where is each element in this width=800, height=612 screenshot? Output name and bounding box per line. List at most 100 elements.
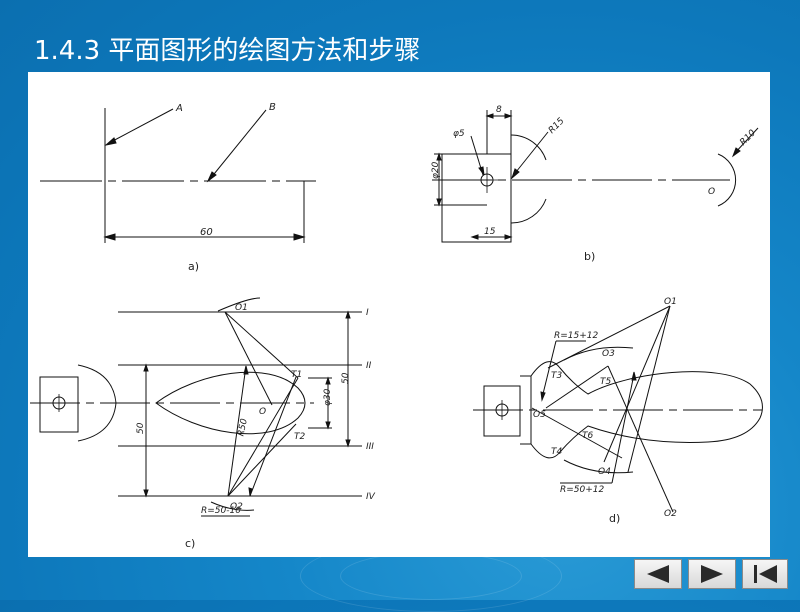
- label-o2: O2: [230, 502, 243, 512]
- label-o3: O3: [602, 349, 615, 359]
- arrowhead: [470, 234, 479, 240]
- label-o1: O1: [235, 303, 248, 313]
- triangle-right-icon: [701, 565, 723, 583]
- figure-d: R=15+12 R=50+12 O1 O2 O3 O4 O5 T3 T4 T5 …: [473, 297, 763, 525]
- slide-title: 1.4.3 平面图形的绘图方法和步骤: [34, 36, 421, 66]
- arrowhead: [436, 152, 442, 161]
- label-t6: T6: [582, 431, 593, 441]
- base-rectangle: [441, 153, 512, 243]
- arrowhead: [293, 233, 306, 241]
- label-o4: O4: [598, 467, 611, 477]
- label-a: A: [175, 103, 183, 114]
- arc-o3: [563, 346, 634, 361]
- roman-ii: II: [366, 361, 372, 371]
- construction-line: [531, 407, 623, 459]
- r-top-formula: R=15+12: [554, 331, 599, 341]
- label-t1: T1: [291, 370, 302, 380]
- arc-r10: [717, 153, 737, 207]
- profile-outline: [530, 361, 763, 459]
- label-t4: T4: [551, 447, 562, 457]
- construction-line: [249, 376, 297, 497]
- arrowhead: [504, 234, 513, 240]
- label-o: O: [708, 187, 715, 197]
- background-ripple: [340, 552, 522, 600]
- leader-line: [611, 373, 635, 484]
- construction-line: [224, 311, 299, 379]
- construction-line: [545, 365, 609, 409]
- arrowhead: [540, 391, 546, 402]
- dimension-15: 15: [484, 227, 496, 237]
- arc-r15-upper: [510, 134, 547, 161]
- construction-line: [607, 365, 674, 513]
- dimension-50-left: 50: [136, 422, 146, 434]
- arc-r15-lower: [510, 198, 547, 224]
- dimension-r15: R15: [547, 116, 567, 136]
- dimension-50-right: 50: [341, 372, 351, 384]
- leader-line: [209, 109, 267, 180]
- drawing-canvas: A B 60 a) 8 φ5 R15 φ20 15: [28, 72, 770, 557]
- arrowhead: [248, 487, 253, 497]
- triangle-left-icon: [647, 565, 669, 583]
- arrowhead: [510, 168, 520, 180]
- dimension-phi5: φ5: [453, 129, 465, 139]
- dimension-phi20: φ20: [431, 161, 441, 179]
- dimension-phi30: φ30: [323, 388, 333, 406]
- caption-c: c): [185, 537, 195, 550]
- arrowhead: [103, 233, 116, 241]
- arrowhead: [731, 147, 741, 158]
- dimension-8: 8: [496, 105, 502, 115]
- label-t2: T2: [294, 432, 305, 442]
- base-rectangle: [483, 385, 521, 437]
- arrowhead: [504, 113, 513, 119]
- arrowhead: [325, 421, 331, 430]
- construction-line: [603, 305, 671, 463]
- label-o1: O1: [664, 297, 677, 307]
- construction-line: [227, 365, 247, 497]
- caption-d: d): [609, 512, 620, 525]
- bar-triangle-end-icon: [754, 565, 777, 583]
- arrowhead: [243, 365, 249, 375]
- arrowhead: [485, 113, 494, 119]
- arrowhead: [436, 198, 442, 207]
- next-slide-button[interactable]: [688, 559, 736, 589]
- previous-slide-button[interactable]: [634, 559, 682, 589]
- label-t5: T5: [600, 377, 611, 387]
- label-t3: T3: [551, 371, 562, 381]
- arrowhead: [104, 137, 117, 146]
- construction-line: [547, 305, 671, 369]
- arrowhead: [345, 310, 351, 319]
- label-b: B: [269, 102, 276, 113]
- dimension-60: 60: [200, 227, 213, 238]
- figure-a: A B 60 a): [40, 102, 316, 273]
- roman-i: I: [366, 308, 369, 318]
- head-arc: [77, 364, 117, 442]
- arrowhead: [143, 363, 149, 372]
- construction-line: [227, 377, 299, 497]
- arrowhead: [143, 489, 149, 498]
- roman-iv: IV: [366, 492, 376, 502]
- caption-b: b): [584, 250, 595, 263]
- construction-line: [227, 423, 297, 497]
- label-o2: O2: [664, 509, 677, 519]
- arrowhead: [345, 439, 351, 448]
- leader-line: [108, 108, 174, 144]
- dimension-r50: R50: [236, 418, 250, 438]
- leaf-outline: [155, 371, 306, 435]
- r-bottom-formula: R=50+12: [560, 485, 605, 495]
- last-slide-button[interactable]: [742, 559, 788, 589]
- leader-line: [511, 131, 549, 178]
- arc-o2: [210, 501, 255, 511]
- caption-a: a): [188, 260, 199, 273]
- construction-line: [627, 305, 671, 473]
- arrowhead: [325, 376, 331, 385]
- arc-o1: [217, 297, 261, 312]
- label-o5: O5: [533, 410, 546, 420]
- construction-line: [224, 311, 273, 406]
- label-o: O: [259, 407, 266, 417]
- arrowhead: [478, 166, 485, 176]
- base-rectangle: [39, 376, 79, 433]
- figure-c: 50 φ30 50 O1 O2 T1 T2 O R50 I II III IV …: [30, 297, 376, 550]
- figure-b: 8 φ5 R15 φ20 15 R10 O b): [431, 105, 759, 263]
- arc-o4: [563, 459, 634, 474]
- arrowhead: [206, 171, 217, 183]
